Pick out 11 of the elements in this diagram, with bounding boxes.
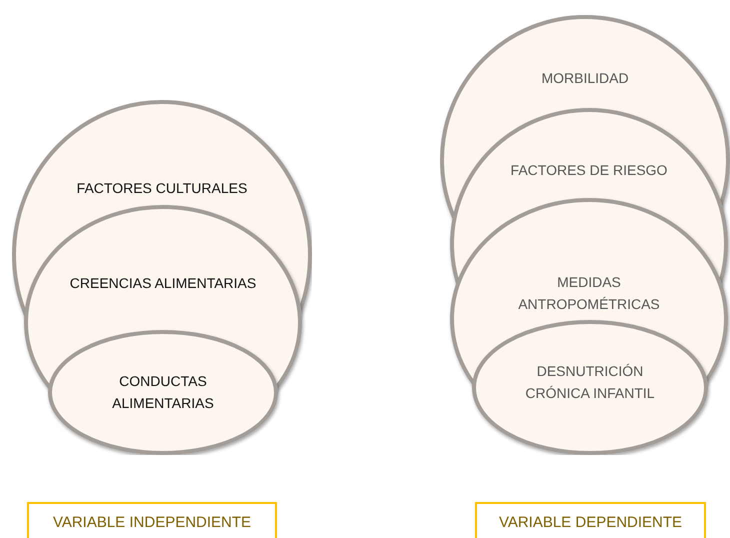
variable-label: VARIABLE DEPENDIENTE xyxy=(498,514,684,531)
category-label: CONDUCTAS ALIMENTARIAS xyxy=(111,372,215,413)
category-label: FACTORES DE RIESGO xyxy=(510,161,668,180)
variable-label: VARIABLE INDEPENDIENTE xyxy=(52,514,252,531)
category-label: CREENCIAS ALIMENTARIAS xyxy=(70,274,256,293)
variable-frame xyxy=(475,502,706,538)
category-label: MORBILIDAD xyxy=(541,69,629,88)
category-label: FACTORES CULTURALES xyxy=(76,179,248,198)
variable-frame xyxy=(27,502,277,538)
category-label: MEDIDAS ANTROPOMÉTRICAS xyxy=(517,273,661,314)
category-label: DESNUTRICIÓN CRÓNICA INFANTIL xyxy=(524,362,656,403)
